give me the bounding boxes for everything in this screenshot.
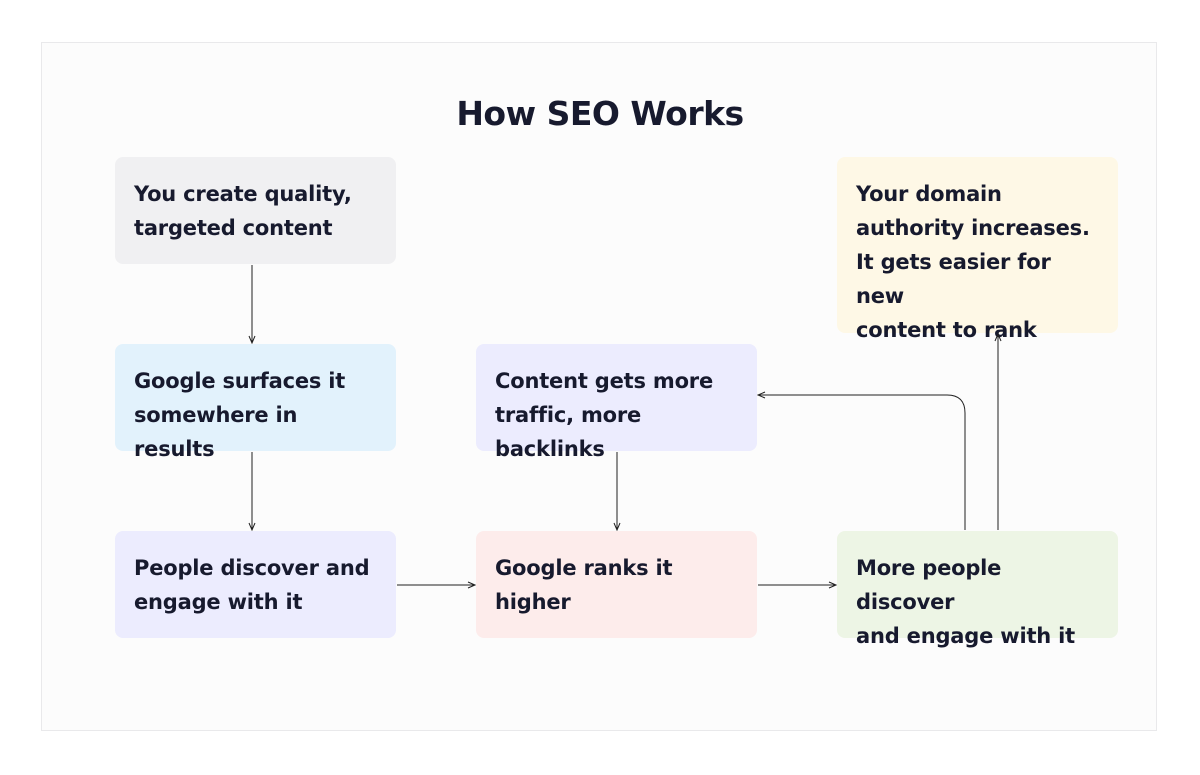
step-create-content: You create quality, targeted content <box>115 157 396 264</box>
step-domain-authority: Your domain authority increases. It gets… <box>837 157 1118 342</box>
step-people-discover: People discover and engage with it <box>115 531 396 638</box>
step-google-surfaces: Google surfaces it somewhere in results <box>115 344 396 461</box>
step-google-ranks: Google ranks it higher <box>476 531 757 638</box>
diagram-title: How SEO Works <box>456 94 744 133</box>
step-more-traffic: Content gets more traffic, more backlink… <box>476 344 757 461</box>
step-more-people-discover: More people discover and engage with it <box>837 531 1118 648</box>
arrow-more-people-to-traffic <box>758 395 966 530</box>
